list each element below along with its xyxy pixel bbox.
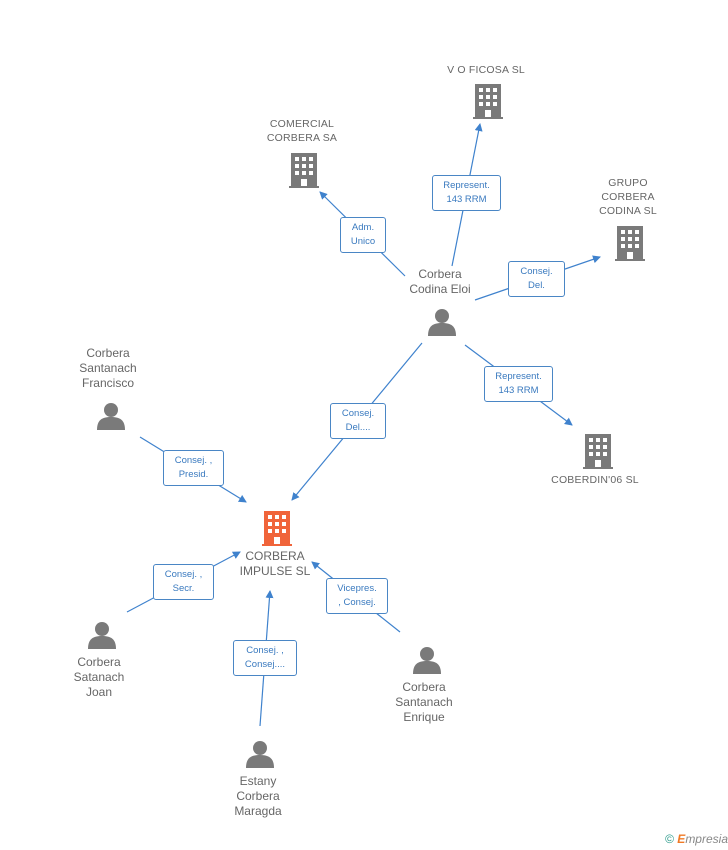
building-icon[interactable] (583, 434, 613, 469)
edge-label-consej-presid[interactable]: Consej. , Presid. (163, 450, 224, 486)
building-icon[interactable] (615, 226, 645, 261)
person-icon[interactable] (246, 741, 274, 768)
building-icon[interactable] (473, 84, 503, 119)
node-label-estany-corbera-maragda[interactable]: Estany Corbera Maragda (234, 774, 282, 818)
person-icon[interactable] (428, 309, 456, 336)
person-icon[interactable] (97, 403, 125, 430)
edge-label-consej-del[interactable]: Consej. Del. (508, 261, 565, 297)
edge-label-represent[interactable]: Represent. 143 RRM (432, 175, 501, 211)
node-label-grupo-corbera[interactable]: GRUPO CORBERA CODINA SL (599, 177, 657, 217)
person-icon[interactable] (413, 647, 441, 674)
brand-name: mpresia (685, 832, 728, 846)
node-label-corbera-santanach-enrique[interactable]: Corbera Santanach Enrique (395, 680, 453, 724)
building-icon[interactable] (262, 511, 292, 546)
person-icon[interactable] (88, 622, 116, 649)
node-label-corbera-impulse[interactable]: CORBERA IMPULSE SL (239, 549, 311, 578)
node-label-vo-ficosa[interactable]: V O FICOSA SL (447, 64, 525, 76)
node-label-coberdin[interactable]: COBERDIN'06 SL (551, 474, 639, 486)
building-icon[interactable] (289, 153, 319, 188)
node-label-comercial-corbera[interactable]: COMERCIAL CORBERA SA (266, 118, 338, 144)
edge-label-consej-consej[interactable]: Consej. , Consej.... (233, 640, 297, 676)
edge-label-adm-unico[interactable]: Adm. Unico (340, 217, 386, 253)
edge-label-vicepres-consej[interactable]: Vicepres. , Consej. (326, 578, 388, 614)
copyright-icon: © (665, 832, 674, 846)
edge-label-represent[interactable]: Represent. 143 RRM (484, 366, 553, 402)
brand-logo-letter: E (677, 832, 686, 846)
node-label-corbera-satanach-joan[interactable]: Corbera Satanach Joan (73, 655, 125, 699)
node-label-corbera-santanach-francisco[interactable]: Corbera Santanach Francisco (79, 346, 137, 390)
footer-branding: © Empresia (665, 832, 728, 846)
edge-label-consej-del[interactable]: Consej. Del.... (330, 403, 386, 439)
node-label-corbera-codina-eloi[interactable]: Corbera Codina Eloi (409, 267, 471, 296)
edge-label-consej-secr[interactable]: Consej. , Secr. (153, 564, 214, 600)
